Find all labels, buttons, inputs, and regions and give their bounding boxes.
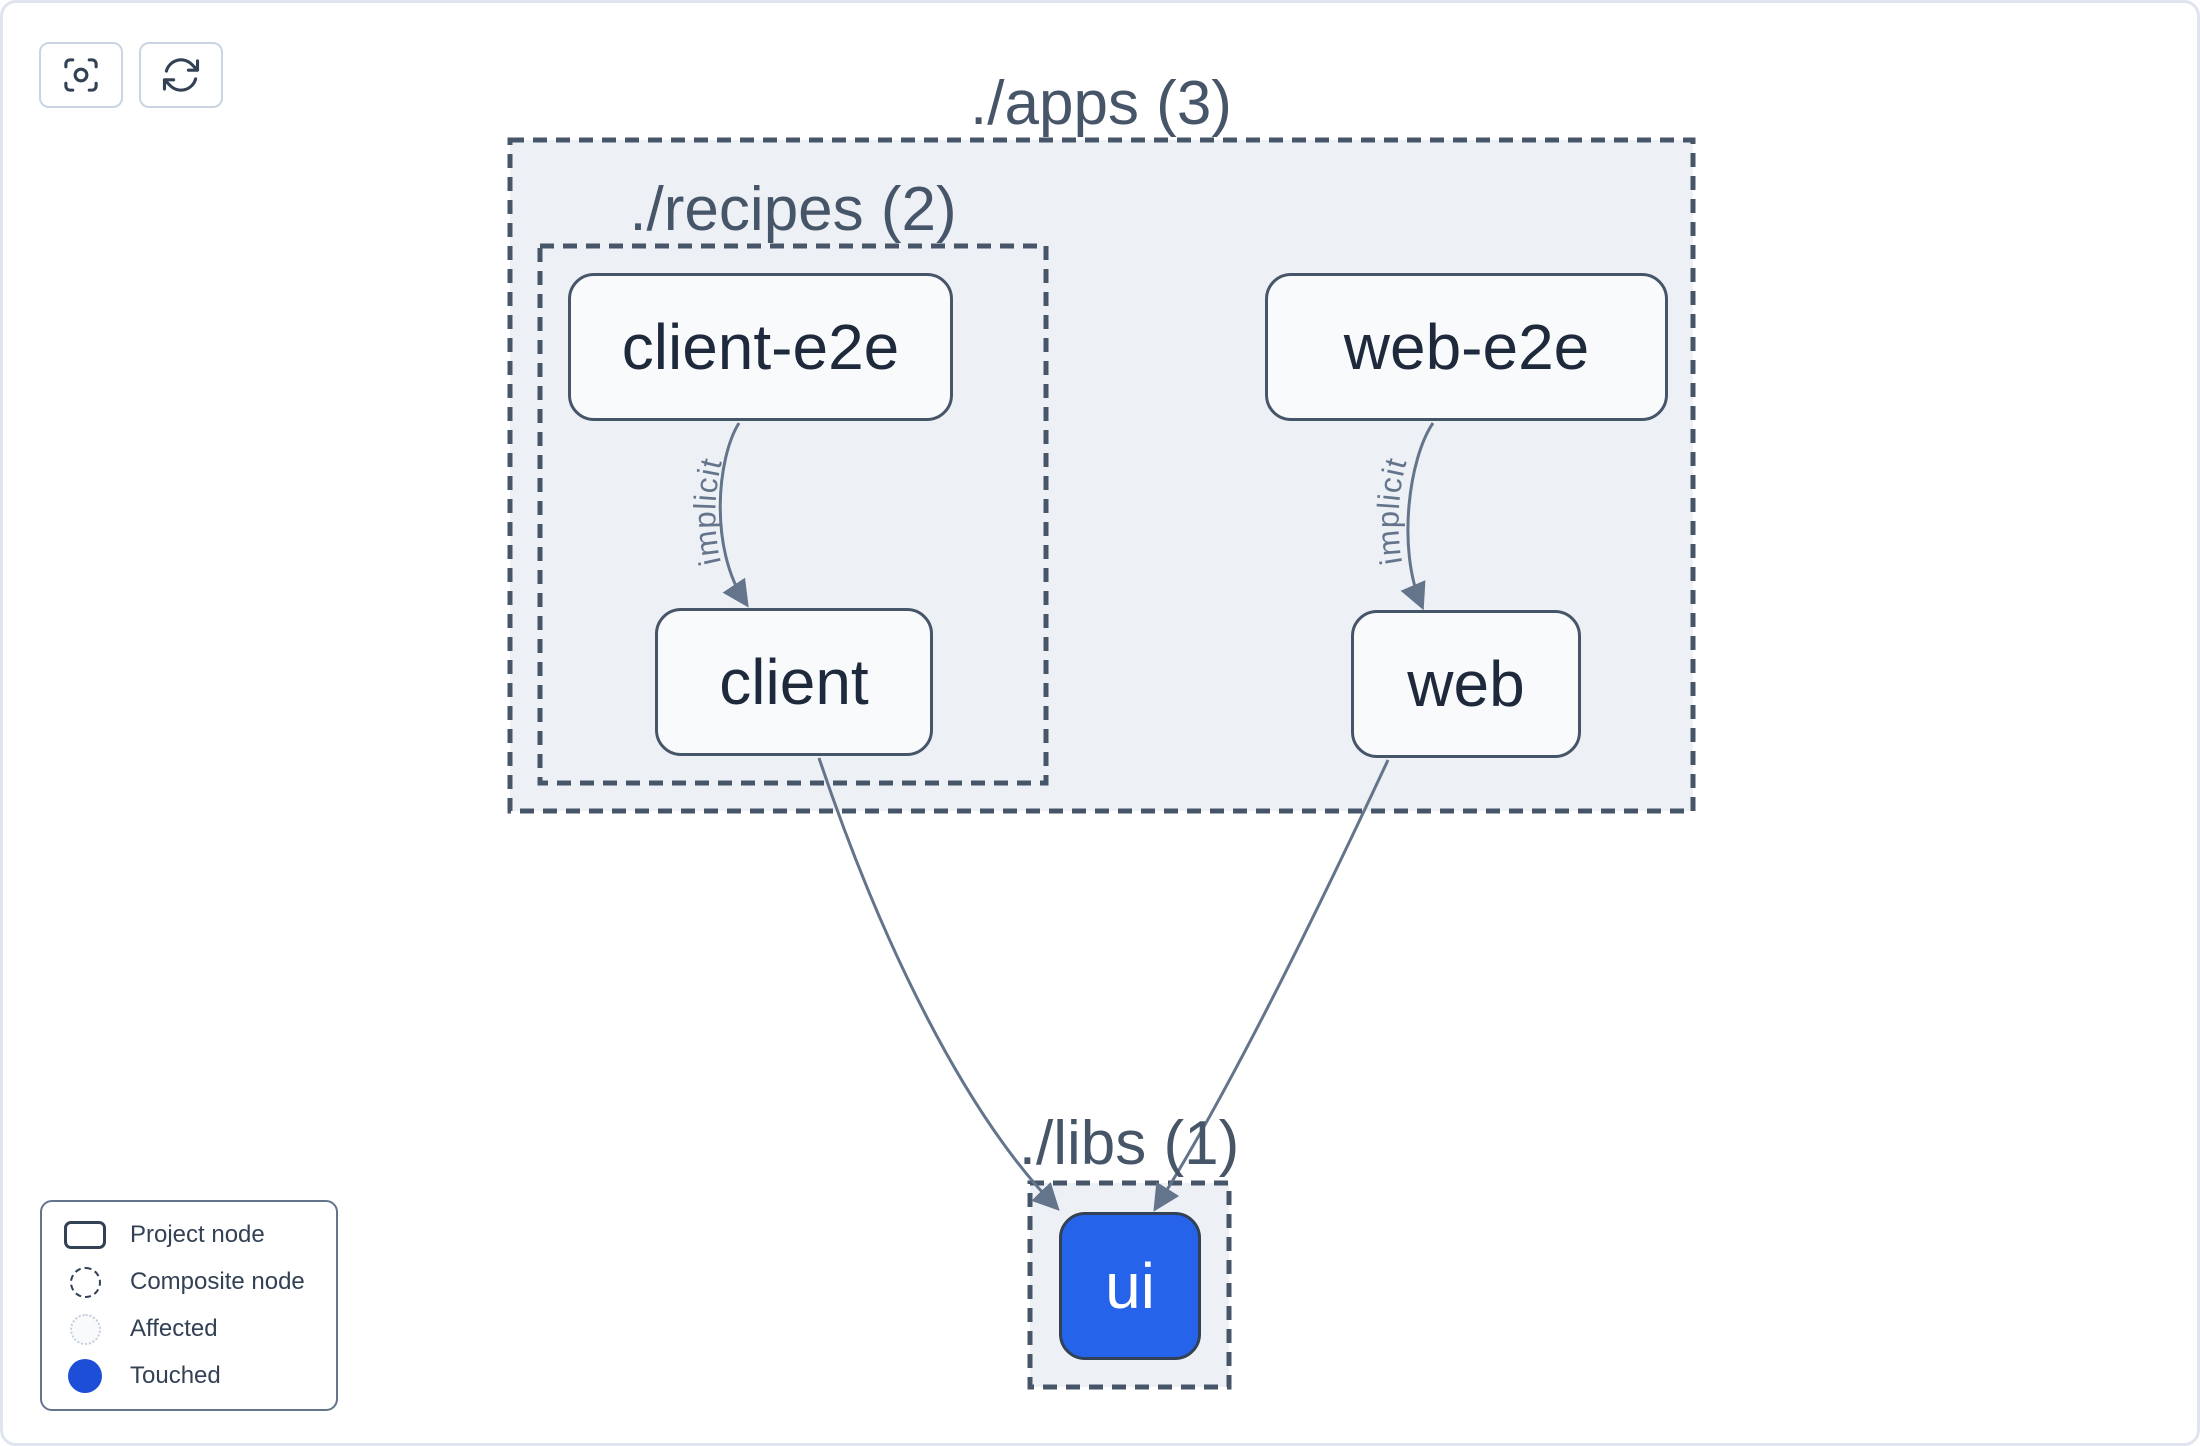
legend-row-affected: Affected <box>60 1312 318 1346</box>
project-node-web-e2e[interactable]: web-e2e <box>1265 273 1668 421</box>
composite-label-recipes[interactable]: ./recipes (2) <box>629 175 957 244</box>
project-node-swatch <box>60 1221 110 1249</box>
focus-button[interactable] <box>39 42 123 108</box>
edge-client-to-ui[interactable] <box>817 757 1060 1211</box>
legend-row-touched: Touched <box>60 1359 318 1393</box>
legend-label: Affected <box>130 1315 218 1342</box>
project-node-client[interactable]: client <box>655 608 933 756</box>
composite-node-recipes[interactable] <box>537 243 1049 786</box>
refresh-icon <box>162 58 200 92</box>
legend-row-composite: Composite node <box>60 1265 318 1299</box>
affected-swatch <box>60 1313 110 1345</box>
legend-label: Project node <box>130 1221 265 1248</box>
project-node-web[interactable]: web <box>1351 610 1581 758</box>
edge-web-to-ui[interactable] <box>1153 759 1390 1212</box>
composite-label-libs[interactable]: ./libs (1) <box>1018 1109 1240 1178</box>
touched-swatch <box>60 1359 110 1393</box>
refresh-button[interactable] <box>139 42 223 108</box>
project-node-ui[interactable]: ui <box>1059 1212 1201 1360</box>
composite-label-apps[interactable]: ./apps (3) <box>970 69 1232 138</box>
edge-web-e2e-to-web[interactable] <box>1400 422 1435 611</box>
legend: Project node Composite node Affected Tou… <box>40 1200 338 1411</box>
legend-label: Touched <box>130 1362 221 1389</box>
edge-client-e2e-to-client[interactable] <box>718 422 749 608</box>
legend-label: Composite node <box>130 1268 305 1295</box>
focus-icon <box>64 58 98 92</box>
composite-node-swatch <box>60 1266 110 1298</box>
legend-row-project: Project node <box>60 1218 318 1252</box>
project-node-client-e2e[interactable]: client-e2e <box>568 273 953 421</box>
